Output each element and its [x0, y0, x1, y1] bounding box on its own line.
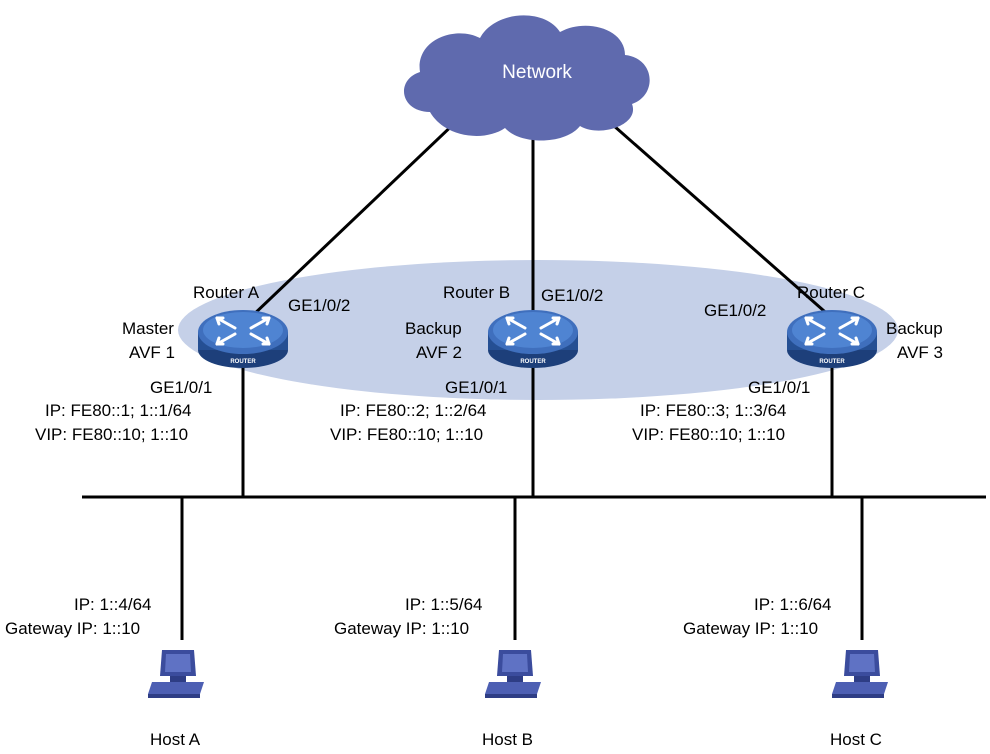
- link-routerA-network: [248, 116, 462, 320]
- router-a-vip: VIP: FE80::10; 1::10: [35, 425, 188, 444]
- host-c-name: Host C: [830, 730, 882, 749]
- svg-text:ROUTER: ROUTER: [230, 359, 256, 365]
- host-a-gateway: Gateway IP: 1::10: [5, 619, 140, 638]
- router-a-role: Master: [122, 319, 174, 338]
- router-a-downlink-port: GE1/0/1: [150, 378, 212, 397]
- router-a-icon[interactable]: ROUTER: [196, 308, 290, 370]
- router-a-uplink-port: GE1/0/2: [288, 296, 350, 315]
- svg-text:ROUTER: ROUTER: [520, 359, 546, 365]
- router-c-downlink-port: GE1/0/1: [748, 378, 810, 397]
- router-b-uplink-port: GE1/0/2: [541, 286, 603, 305]
- network-cloud-label: Network: [502, 62, 572, 83]
- svg-text:ROUTER: ROUTER: [819, 359, 845, 365]
- router-b-name: Router B: [443, 283, 510, 302]
- router-b-ip: IP: FE80::2; 1::2/64: [340, 401, 486, 420]
- router-b-vip: VIP: FE80::10; 1::10: [330, 425, 483, 444]
- router-c-name: Router C: [797, 283, 865, 302]
- router-c-ip: IP: FE80::3; 1::3/64: [640, 401, 786, 420]
- link-routerC-network: [604, 116, 833, 320]
- host-b-gateway: Gateway IP: 1::10: [334, 619, 469, 638]
- host-c-icon[interactable]: [832, 650, 888, 698]
- network-cloud-icon: [403, 15, 650, 141]
- router-a-ip: IP: FE80::1; 1::1/64: [45, 401, 191, 420]
- router-b-icon[interactable]: ROUTER: [486, 308, 580, 370]
- router-c-avf: AVF 3: [897, 343, 943, 362]
- router-b-avf: AVF 2: [416, 343, 462, 362]
- router-c-role: Backup: [886, 319, 943, 338]
- router-b-downlink-port: GE1/0/1: [445, 378, 507, 397]
- router-a-name: Router A: [193, 283, 260, 302]
- host-c-gateway: Gateway IP: 1::10: [683, 619, 818, 638]
- host-b-ip: IP: 1::5/64: [405, 595, 483, 614]
- router-c-uplink-port: GE1/0/2: [704, 301, 766, 320]
- host-a-name: Host A: [150, 730, 201, 749]
- router-c-icon[interactable]: ROUTER: [785, 308, 879, 370]
- router-a-avf: AVF 1: [129, 343, 175, 362]
- host-b-icon[interactable]: [485, 650, 541, 698]
- host-a-ip: IP: 1::4/64: [74, 595, 152, 614]
- host-a-icon[interactable]: [148, 650, 204, 698]
- host-c-ip: IP: 1::6/64: [754, 595, 832, 614]
- host-b-name: Host B: [482, 730, 533, 749]
- router-b-role: Backup: [405, 319, 462, 338]
- router-c-vip: VIP: FE80::10; 1::10: [632, 425, 785, 444]
